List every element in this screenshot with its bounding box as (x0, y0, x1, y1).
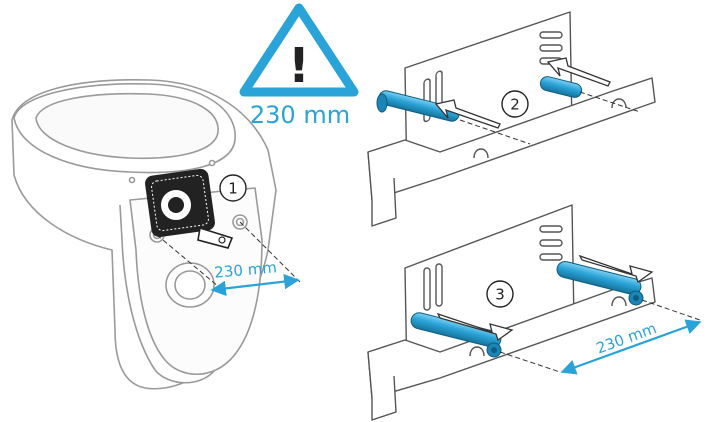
toilet-top-hole (128, 176, 136, 184)
push-arrow-right (578, 254, 654, 284)
warning-exclamation-icon: ! (288, 38, 310, 94)
bracket-dimension-label: 230 mm (594, 319, 659, 357)
bracket-bottom-left-leg (367, 351, 397, 421)
step-3-number: 3 (495, 286, 505, 304)
warning-sign: ! 230 mm (239, 3, 359, 129)
rod-bottom-right (556, 261, 642, 295)
warning-triangle-icon (239, 3, 359, 97)
push-arrow-left (436, 312, 514, 342)
mounting-bracket-bottom (367, 204, 656, 421)
toilet-illustration (11, 78, 277, 390)
toilet-outlet-inner (174, 270, 206, 300)
toilet-bowl-opening (35, 92, 219, 160)
step-1-number: 1 (228, 180, 238, 198)
insert-arrow-right (546, 57, 611, 87)
step-2-number: 2 (510, 96, 520, 114)
toilet-top-hole (208, 159, 216, 167)
step-3-marker: 3 (486, 280, 514, 308)
toilet-dimension-label: 230 mm (214, 258, 278, 281)
step-2-marker: 2 (501, 90, 529, 118)
tape-measure-icon (145, 168, 234, 249)
bracket-top-rods (376, 57, 641, 145)
step-1-marker: 1 (219, 174, 247, 202)
insert-arrow-left (434, 99, 501, 129)
bracket-top-left-leg (367, 151, 397, 227)
warning-dimension-label: 230 mm (250, 101, 350, 129)
toilet-dimension: 230 mm (156, 221, 301, 297)
mounting-bracket-top (367, 11, 656, 227)
bracket-bottom-rods (410, 254, 701, 373)
